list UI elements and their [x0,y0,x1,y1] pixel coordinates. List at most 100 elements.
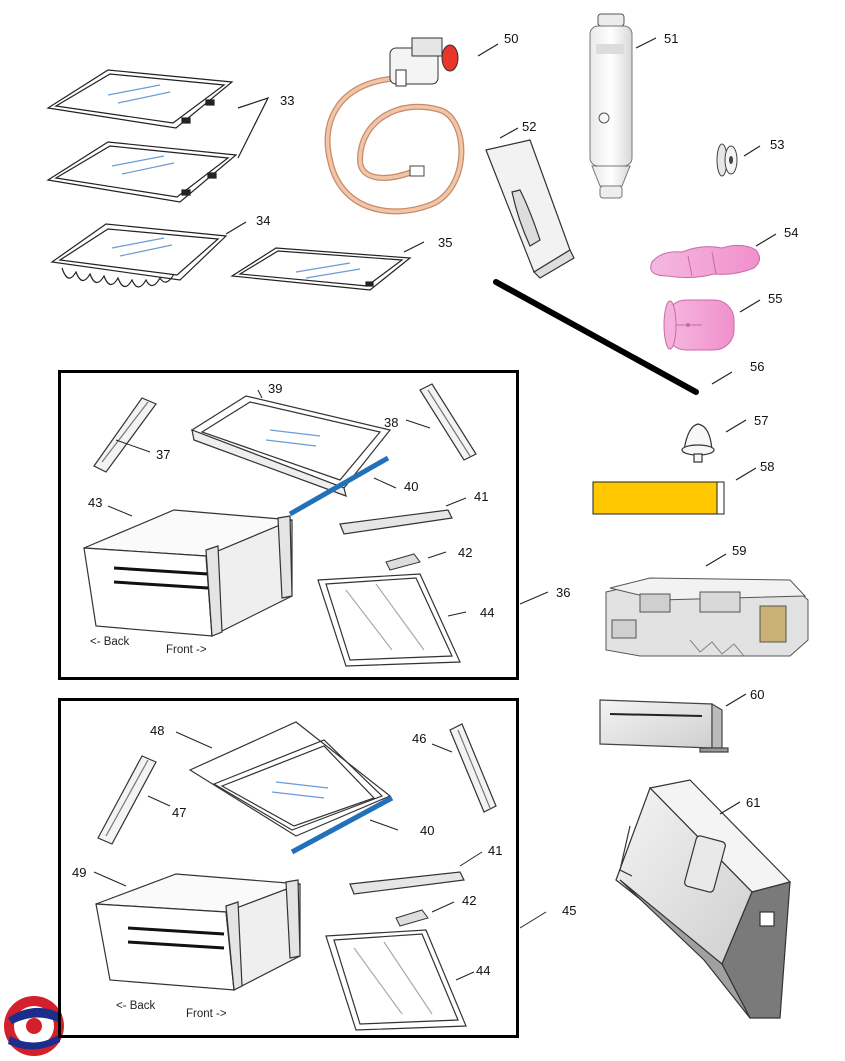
part-number-52: 52 [522,119,537,134]
part-number-55: 55 [768,291,783,306]
part-number-50: 50 [504,31,519,46]
water-hose-50 [324,37,465,215]
leader-38 [405,419,431,429]
part-number-35: 35 [438,235,453,250]
leader-53 [743,145,761,157]
part-number-43: 43 [88,495,103,510]
part-number-59: 59 [732,543,747,558]
leader-52 [499,127,519,139]
crisper-cover-39 [190,395,392,497]
leader-44-bottom [455,971,475,981]
leader-42-top [427,551,447,559]
blue-trim-40-bottom [290,795,394,855]
part-number-34: 34 [256,213,271,228]
glass-shelf-33-lower [46,141,238,203]
part-number-51: 51 [664,31,679,46]
leader-58 [735,467,757,481]
leader-35 [403,241,425,253]
leader-47 [147,795,171,807]
part-number-36: 36 [556,585,571,600]
glass-shelf-33-upper [46,69,234,129]
part-number-47: 47 [172,805,187,820]
back-label-bottom: <- Back [116,1000,156,1012]
crisper-drawer-43 [83,509,293,637]
part-number-45: 45 [562,903,577,918]
leader-44-top [447,611,467,617]
rail-37 [93,397,157,473]
leader-33 [237,96,270,159]
handle-41-top [339,509,453,535]
leader-50 [477,43,499,57]
leader-60 [725,693,747,707]
pink-foam-54 [650,244,760,279]
part-number-44-bottom: 44 [476,963,491,978]
part-number-56: 56 [750,359,765,374]
leader-46 [431,743,453,753]
leader-54 [755,233,777,247]
filter-bracket-52 [485,139,575,279]
part-number-57: 57 [754,413,769,428]
glass-shelf-34 [50,223,228,288]
rail-47 [97,755,157,845]
cover-60 [599,699,729,753]
clip-42-bottom [395,909,429,927]
washer-53 [716,143,738,177]
leader-34 [225,221,247,235]
leader-48 [175,731,213,749]
leader-57 [725,419,747,433]
leader-59 [705,553,727,567]
part-number-60: 60 [750,687,765,702]
drawer-front-44-bottom [325,929,467,1031]
water-filter-icon [589,13,633,199]
gold-label-58 [592,481,718,515]
rail-46 [449,723,497,813]
part-number-38: 38 [384,415,399,430]
leader-36 [519,591,549,605]
part-number-53: 53 [770,137,785,152]
part-number-40-bottom: 40 [420,823,435,838]
leader-43 [107,505,133,517]
leader-49 [93,871,127,887]
leader-51 [635,37,657,49]
leader-39 [257,389,263,399]
chute-door-61 [615,779,792,1019]
front-label-top: Front -> [166,644,207,656]
part-number-49: 49 [72,865,87,880]
drawer-assembly-box-45 [58,698,519,1038]
crisper-drawer-49 [95,873,301,991]
leader-42-bottom [431,901,455,913]
part-number-41-top: 41 [474,489,489,504]
rod-56 [493,279,699,395]
leader-40-top [373,477,397,489]
leader-55 [739,299,761,313]
part-number-37: 37 [156,447,171,462]
cap-57 [681,423,715,463]
part-number-54: 54 [784,225,799,240]
part-number-46: 46 [412,731,427,746]
part-number-40-top: 40 [404,479,419,494]
leader-45 [519,911,547,929]
pink-foam-55 [663,299,735,351]
cover-frame-48 [188,721,392,837]
part-number-58: 58 [760,459,775,474]
drawer-front-44-top [317,573,461,667]
front-label-bottom: Front -> [186,1008,227,1020]
glass-shelf-35 [230,247,412,291]
gold-label-58-tab [716,481,725,515]
leader-41-bottom [459,851,483,867]
part-number-42-bottom: 42 [462,893,477,908]
leader-41-top [445,497,467,507]
part-number-61: 61 [746,795,761,810]
clip-42-top [385,553,421,571]
part-number-44-top: 44 [480,605,495,620]
part-number-41-bottom: 41 [488,843,503,858]
part-number-48: 48 [150,723,165,738]
blue-trim-40-top [288,455,390,517]
leader-37 [115,439,151,453]
part-number-33: 33 [280,93,295,108]
back-label-top: <- Back [90,636,130,648]
rail-38 [419,383,477,461]
brand-logo-icon [4,996,64,1056]
leader-40-bottom [369,819,399,831]
